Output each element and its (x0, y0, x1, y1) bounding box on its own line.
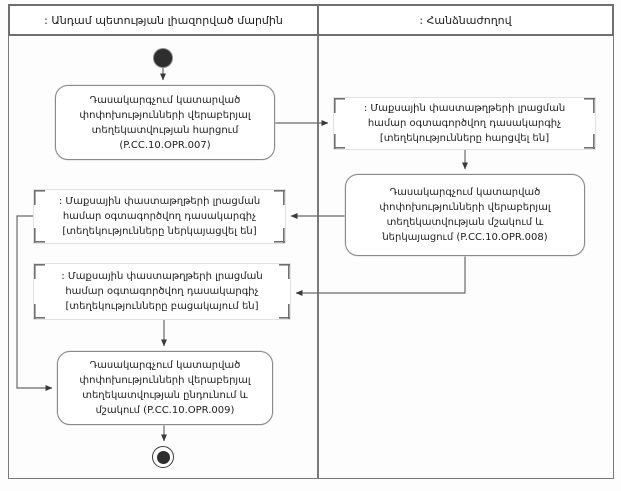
activity-node-opr007: Դասակարգչում կատարված փոփոխությունների վ… (55, 85, 275, 160)
object-label: : Մաքսային փաստաթղթերի լրացման համար օգտ… (61, 271, 263, 312)
swimlane-header-member-state: : Անդամ պետության լիազորված մարմին (8, 4, 319, 36)
object-node-classifier-requested: : Մաքսային փաստաթղթերի լրացման համար օգտ… (333, 97, 596, 150)
connector-object-presented-to-opr009 (16, 215, 53, 391)
activity-label: Դասակարգչում կատարված փոփոխությունների վ… (79, 94, 251, 151)
object-node-classifier-presented: : Մաքսային փաստաթղթերի լրացման համար օգտ… (33, 189, 286, 244)
swimlane-title: : Անդամ պետության լիազորված մարմին (44, 13, 283, 27)
final-node-icon (152, 446, 174, 468)
final-node-dot (156, 450, 170, 464)
activity-node-opr008: Դասակարգչում կատարված փոփոխությունների վ… (345, 174, 585, 256)
activity-label: Դասակարգչում կատարված փոփոխությունների վ… (79, 360, 251, 416)
object-label: : Մաքսային փաստաթղթերի լրացման համար օգտ… (58, 196, 261, 237)
object-label: : Մաքսային փաստաթղթերի լրացման համար օգտ… (363, 103, 566, 144)
swimlane-title: : Հանձնաժողով (419, 13, 512, 27)
activity-label: Դասակարգչում կատարված փոփոխությունների վ… (379, 187, 551, 243)
activity-node-opr009: Դասակարգչում կատարված փոփոխությունների վ… (57, 351, 273, 425)
initial-node-icon (154, 49, 172, 67)
connector-opr008-to-object-missing (295, 256, 466, 296)
object-node-classifier-missing: : Մաքսային փաստաթղթերի լրացման համար օգտ… (33, 263, 291, 320)
swimlane-header-commission: : Հանձնաժողով (317, 4, 614, 36)
